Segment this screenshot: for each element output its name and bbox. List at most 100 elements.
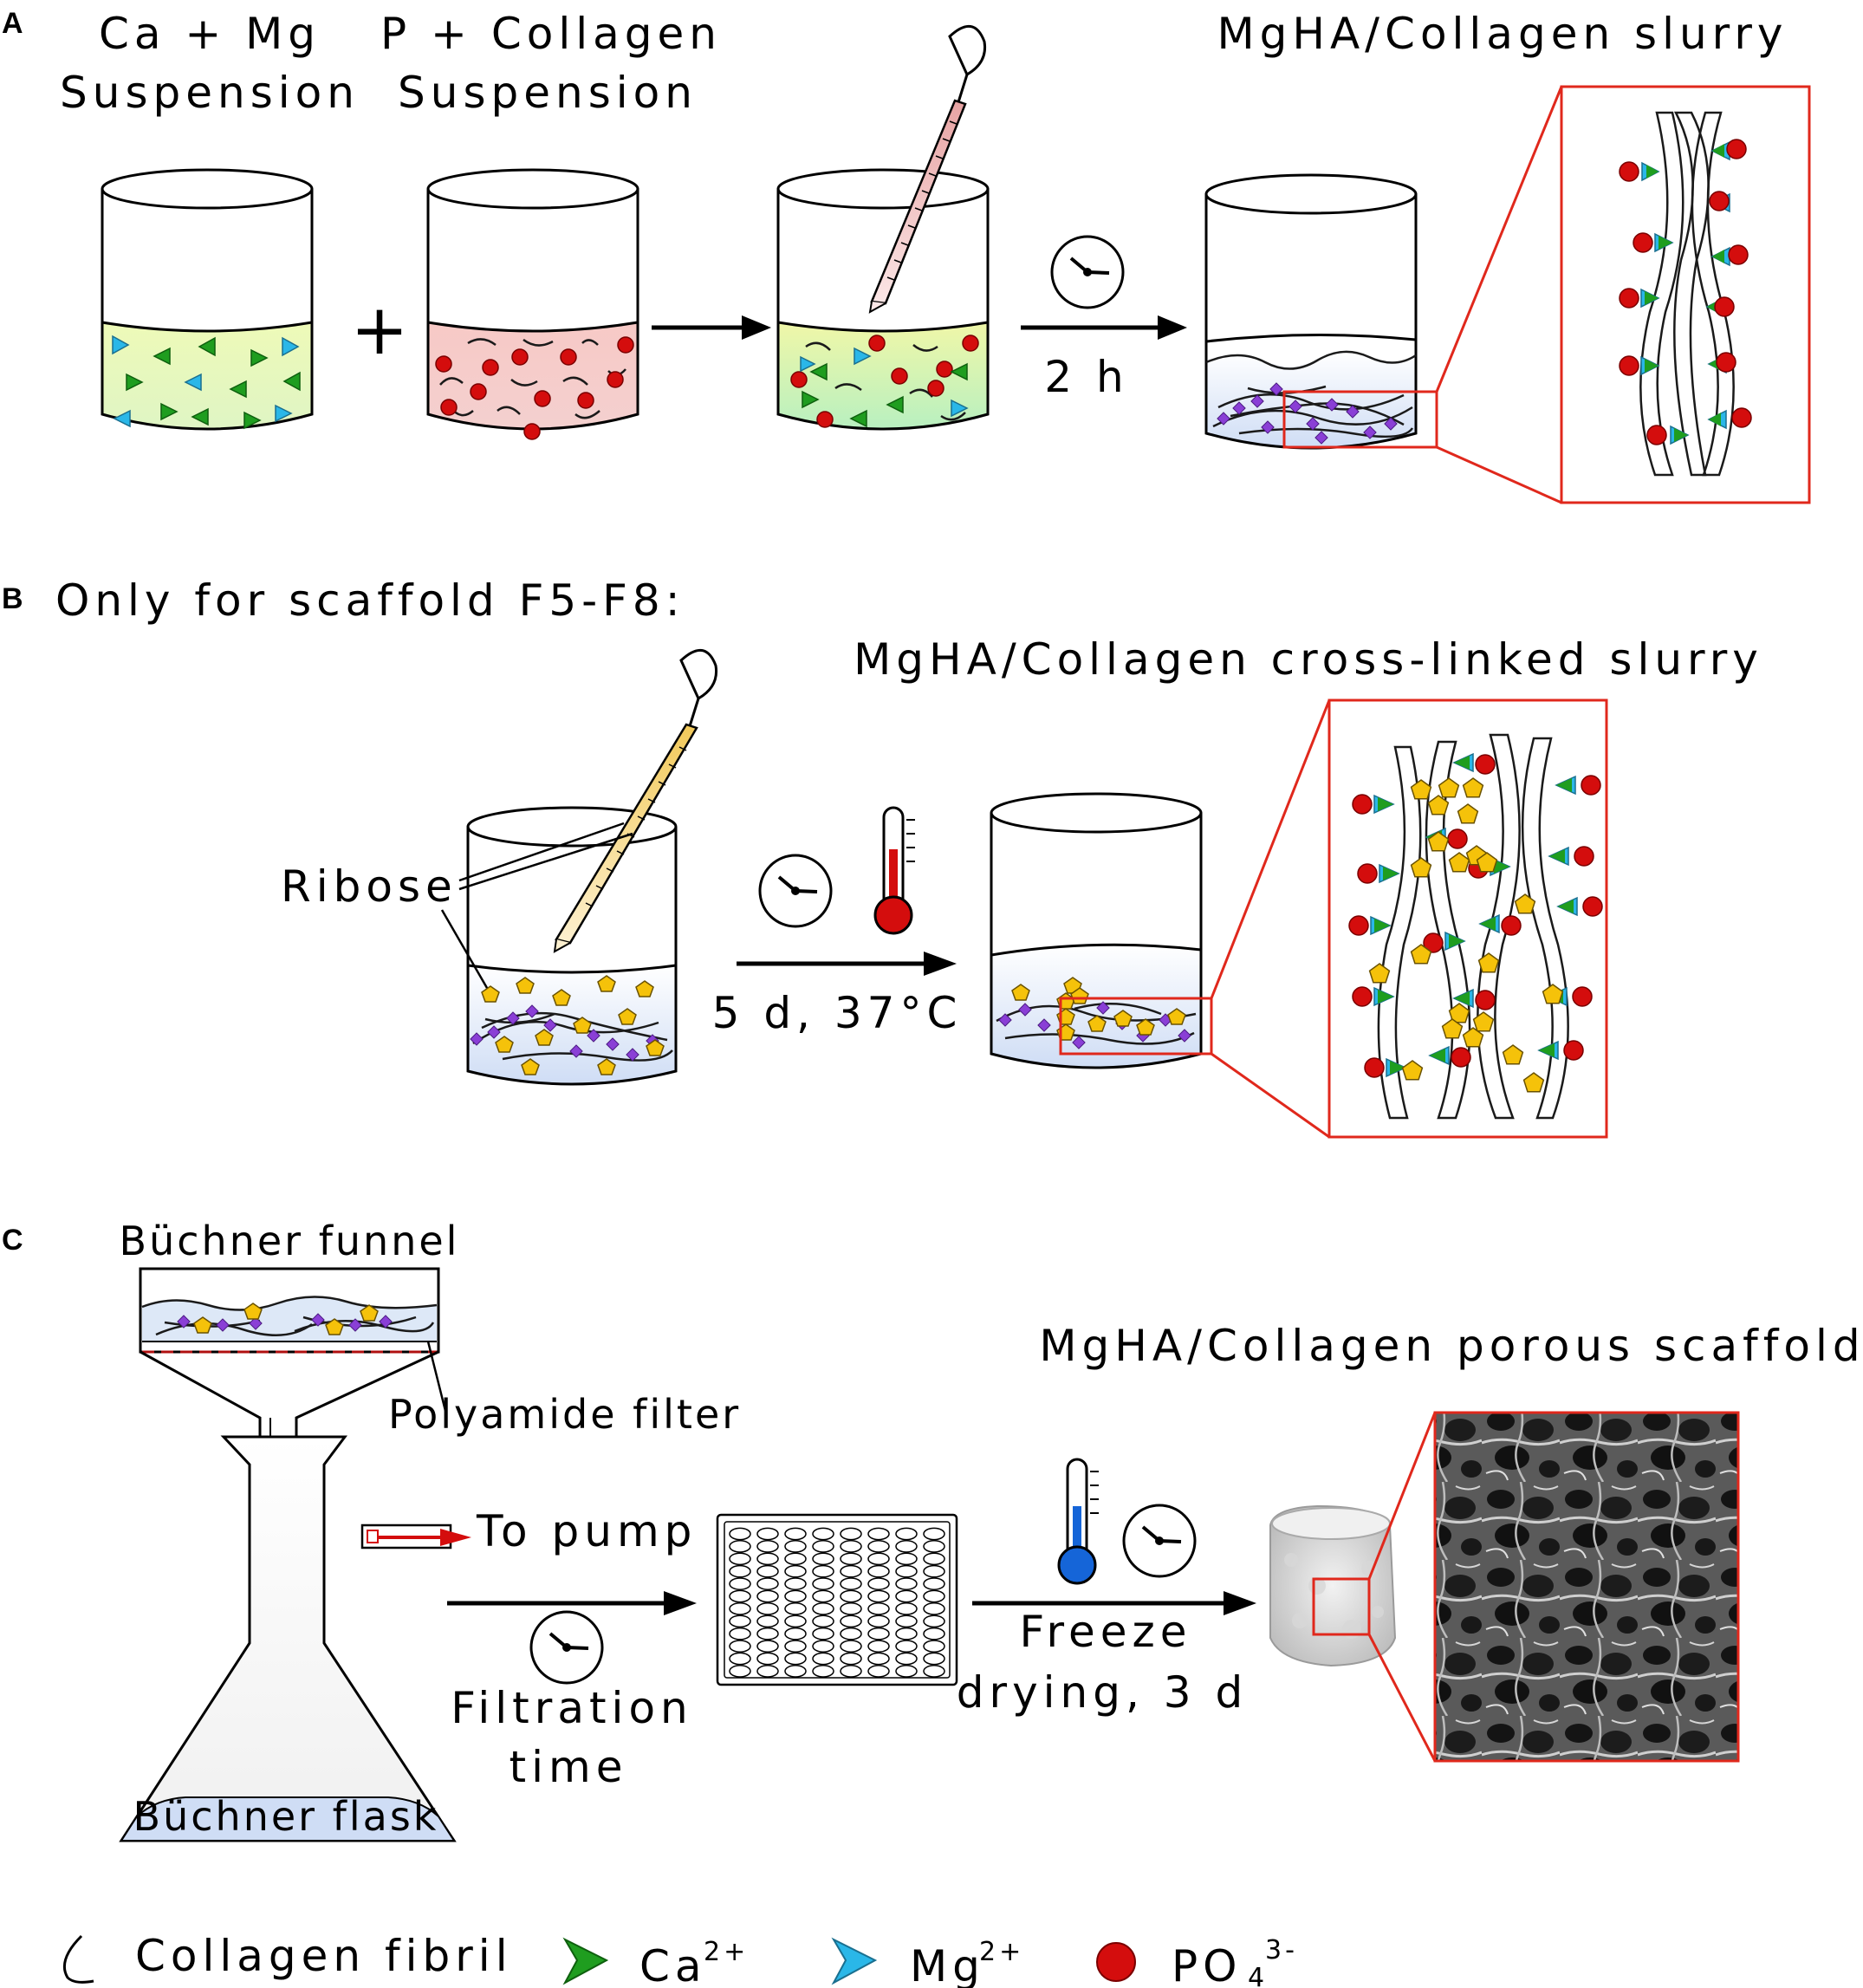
ribose <box>1522 1072 1545 1093</box>
well <box>895 1652 918 1666</box>
ribose <box>1368 963 1391 984</box>
filter-pointer <box>426 1341 447 1412</box>
p-collagen-beaker <box>426 168 639 440</box>
well <box>895 1614 918 1628</box>
well <box>923 1627 945 1640</box>
well <box>867 1602 890 1615</box>
well <box>840 1527 862 1541</box>
ribose <box>1410 857 1432 878</box>
well <box>812 1589 834 1603</box>
ca-ion <box>1480 917 1496 931</box>
p-collagen-label-line2: Suspension <box>398 68 698 118</box>
ribose-label: Ribose <box>281 861 458 912</box>
ribose <box>1472 1011 1495 1032</box>
ca-ion <box>1556 778 1572 792</box>
phosphate-ion <box>1451 1047 1471 1068</box>
well <box>729 1614 751 1628</box>
well <box>756 1602 779 1615</box>
phosphate-ion <box>1501 915 1522 936</box>
well <box>895 1589 918 1603</box>
legend-fibril-icon <box>63 1934 94 1984</box>
filtration-label-line2: time <box>510 1742 628 1792</box>
mixing-beaker <box>776 168 990 431</box>
ca-ion <box>1454 756 1470 770</box>
well <box>923 1577 945 1590</box>
well <box>812 1552 834 1566</box>
freeze-drying-line2: drying, 3 d <box>957 1667 1248 1718</box>
well <box>840 1665 862 1678</box>
ribose <box>1542 984 1564 1004</box>
thermometer-hot-icon <box>873 806 915 935</box>
ca-mg-ions <box>112 335 301 430</box>
well <box>812 1540 834 1553</box>
well <box>729 1627 751 1640</box>
freeze-drying-line1: Freeze <box>1019 1607 1191 1657</box>
panel-label-a: A <box>2 7 23 40</box>
zoom-panel-a <box>1560 85 1811 504</box>
ribose <box>1477 952 1500 973</box>
p-collagen-label-line1: P + Collagen <box>380 9 722 59</box>
well <box>923 1665 945 1678</box>
well <box>867 1665 890 1678</box>
legend-ca-label: Ca <box>639 1941 707 1988</box>
time-2h: 2 h <box>1044 352 1128 402</box>
legend-po-sub: 4 <box>1248 1963 1264 1988</box>
legend: Collagen fibril Ca 2+ Mg 2+ PO 4 3- <box>63 1931 1295 1988</box>
legend-ca-icon <box>562 1937 609 1985</box>
scaffold-icon <box>1269 1504 1397 1667</box>
clock-icon-b <box>758 854 833 928</box>
arrow-a1 <box>652 315 771 340</box>
ribose <box>1457 803 1479 824</box>
ribose-pipette-icon <box>553 649 718 953</box>
phosphate-ion <box>1352 986 1373 1007</box>
well <box>784 1589 807 1603</box>
well <box>784 1640 807 1653</box>
ribose <box>1462 777 1484 798</box>
porous-scaffold-title: MgHA/Collagen porous scaffold <box>1039 1321 1863 1371</box>
well <box>784 1540 807 1553</box>
well-plate-icon <box>716 1513 958 1686</box>
well <box>895 1640 918 1653</box>
phosphate-ion <box>1423 932 1444 953</box>
ca-ion <box>1494 860 1509 874</box>
arrow-c1 <box>447 1591 697 1615</box>
well <box>756 1652 779 1666</box>
well <box>923 1602 945 1615</box>
crosslinked-beaker <box>990 792 1213 1069</box>
ca-ion <box>1558 900 1574 913</box>
ca-ion <box>1378 797 1393 811</box>
ca-ion <box>1549 849 1565 863</box>
well <box>840 1589 862 1603</box>
well <box>729 1577 751 1590</box>
ribose <box>1401 1060 1424 1081</box>
clock-icon-c2 <box>1122 1504 1197 1578</box>
ribose-beaker <box>466 806 678 1086</box>
well <box>895 1552 918 1566</box>
ribose <box>1427 831 1450 852</box>
clock-icon <box>1050 235 1125 309</box>
phosphate-ion <box>1364 1057 1385 1078</box>
zoom-fibrils-a <box>1639 111 1735 477</box>
phosphate-ion <box>1348 915 1369 936</box>
well <box>895 1627 918 1640</box>
well <box>867 1589 890 1603</box>
well <box>840 1652 862 1666</box>
well <box>923 1527 945 1541</box>
to-pump-label: To pump <box>476 1506 697 1556</box>
well <box>895 1564 918 1578</box>
well <box>756 1577 779 1590</box>
buchner-flask-label: Büchner flask <box>133 1793 439 1840</box>
well <box>840 1564 862 1578</box>
well <box>756 1627 779 1640</box>
well <box>729 1540 751 1553</box>
slurry-beaker <box>1204 173 1438 450</box>
arrow-b <box>737 952 957 976</box>
well <box>867 1552 890 1566</box>
phosphate-ion <box>1574 846 1594 867</box>
well <box>812 1640 834 1653</box>
phosphate-ion <box>1563 1040 1584 1061</box>
filtration-label-line1: Filtration <box>451 1683 692 1733</box>
well <box>729 1602 751 1615</box>
ca-ion <box>1374 919 1390 932</box>
